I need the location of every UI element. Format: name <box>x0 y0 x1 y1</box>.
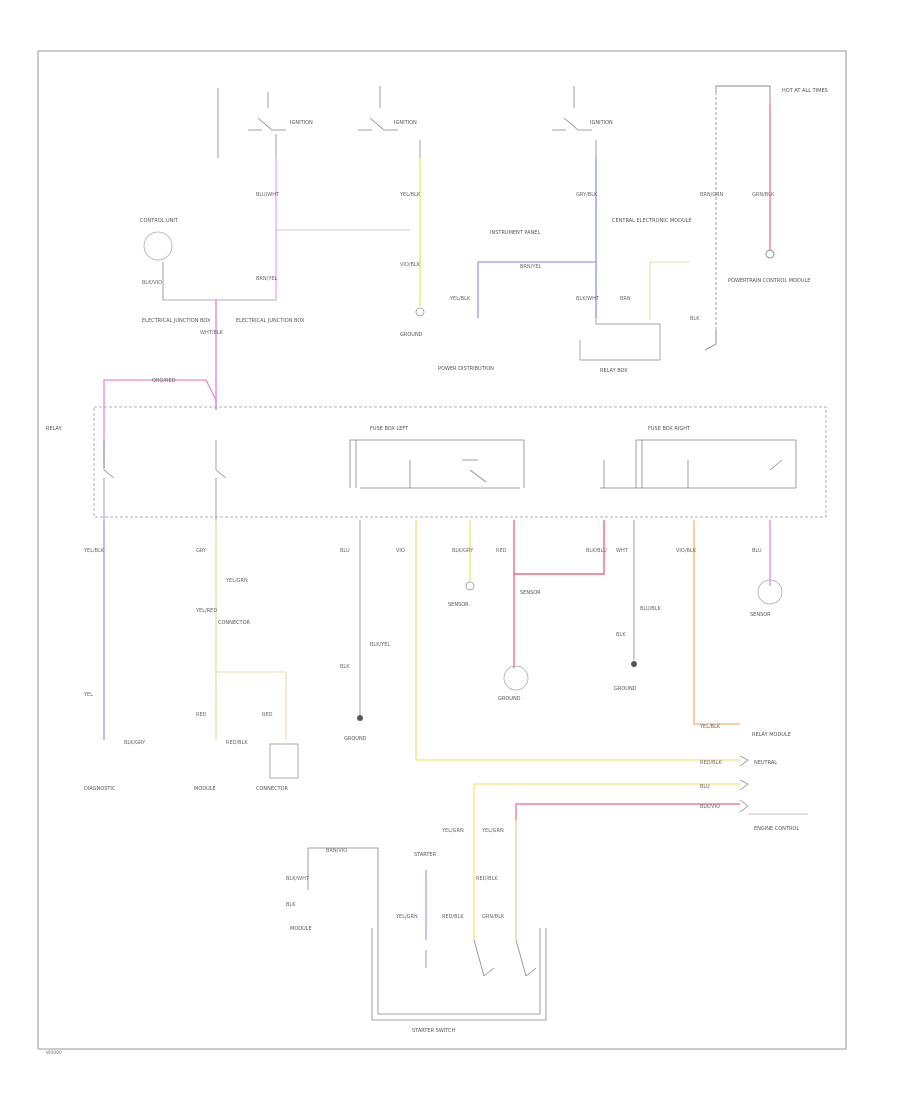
component-label-group: RELAY IGNITION IGNITION IGNITION CONTROL… <box>46 88 828 1034</box>
component-label: INSTRUMENT PANEL <box>490 230 540 236</box>
wire-label: BLK/VIO <box>700 804 720 810</box>
wire-label: VIO/BLK <box>676 548 697 554</box>
wire-label: BLK/GRY <box>452 548 474 554</box>
component-label: ELECTRICAL JUNCTION BOX <box>142 318 211 324</box>
wire-label: ORG/RED <box>152 378 176 384</box>
yellow-top-feed <box>415 158 425 317</box>
wire-label: RED <box>196 712 207 718</box>
component-label: FUSE BOX RIGHT <box>648 426 691 432</box>
component-label: SENSOR <box>448 602 469 608</box>
component-label: MODULE <box>290 926 312 932</box>
wire-label: BRN/VIO <box>326 848 347 854</box>
jb-right-relay <box>600 439 797 489</box>
component-label: HOT AT ALL TIMES <box>782 88 828 94</box>
wire-label: BLK <box>286 902 296 908</box>
wire-label: RED/BLK <box>700 760 722 766</box>
wire-label: BLU <box>340 548 350 554</box>
wire-label: YEL/RED <box>195 608 217 614</box>
ignition-switches-top <box>217 86 597 158</box>
wire-label: YEL <box>83 692 93 698</box>
wire-label: BLK/WHT <box>286 876 310 882</box>
component-label: GROUND <box>400 332 423 338</box>
wire-label: YEL/GRN <box>441 828 464 834</box>
wire-label: BLU <box>700 784 710 790</box>
component-label: IGNITION <box>590 120 613 126</box>
wire-label: RED/BLK <box>476 876 498 882</box>
wire-label: BLK <box>616 632 626 638</box>
component-label: MODULE <box>194 786 216 792</box>
component-label: GROUND <box>344 736 367 742</box>
component-label: CENTRAL ELECTRONIC MODULE <box>612 218 692 224</box>
wire-label: BLU/BLK <box>640 606 662 612</box>
right-module-connector <box>473 755 808 940</box>
wire-label: GRN/BLK <box>482 914 505 920</box>
wire-label: YEL/GRN <box>481 828 504 834</box>
wire-label: YEL/GRN <box>225 578 248 584</box>
component-label: CONTROL UNIT <box>140 218 179 224</box>
wire-label: RED/BLK <box>226 740 248 746</box>
wire-label: BLK <box>340 664 350 670</box>
wire-label: YEL/BLK <box>399 192 421 198</box>
wire-label: BRN/YEL <box>520 264 542 270</box>
wire-label: BLK/YEL <box>370 642 390 648</box>
component-label: SENSOR <box>750 612 771 618</box>
wire-label: RED/BLK <box>442 914 464 920</box>
wire-label: GRN/BLK <box>752 192 775 198</box>
component-label: ELECTRICAL JUNCTION BOX <box>236 318 305 324</box>
blue-top-feed <box>477 158 690 361</box>
component-label: STARTER SWITCH <box>412 1028 455 1034</box>
starter-switch-box <box>307 847 547 1021</box>
component-label: IGNITION <box>394 120 417 126</box>
diagram-border <box>37 50 847 1050</box>
component-label: POWER DISTRIBUTION <box>438 366 494 372</box>
wire-label: BLK/VIO <box>142 280 162 286</box>
wire-label: GRY/BLK <box>576 192 598 198</box>
component-label: SENSOR <box>520 590 541 596</box>
wire-label: YEL/BLK <box>449 296 471 302</box>
wire-label: BRN/GRN <box>700 192 724 198</box>
component-label: CONNECTOR <box>256 786 289 792</box>
wire-label: WHT/BLK <box>200 330 224 336</box>
component-label: POWERTRAIN CONTROL MODULE <box>728 278 810 284</box>
wire-label: BLU/WHT <box>256 192 280 198</box>
wire-label: BRN <box>620 296 631 302</box>
component-label: ENGINE CONTROL <box>754 826 799 832</box>
component-label: GROUND <box>614 686 637 692</box>
lower-wires <box>103 520 783 779</box>
component-label: NEUTRAL <box>754 760 777 766</box>
wire-label: YEL/BLK <box>699 724 721 730</box>
component-label: RELAY MODULE <box>752 732 791 738</box>
component-label: RELAY <box>46 426 63 432</box>
wire-label: BRN/YEL <box>256 276 278 282</box>
component-label: GROUND <box>498 696 521 702</box>
component-label: RELAY BOX <box>600 368 628 374</box>
wire-label: RED <box>496 548 507 554</box>
left-top-feed <box>103 158 410 468</box>
wire-label: BLU <box>752 548 762 554</box>
wire-label: RED <box>262 712 273 718</box>
wire-label: BLK/WHT <box>576 296 600 302</box>
wire-label: VIO <box>396 548 405 554</box>
component-label: CONNECTOR <box>218 620 251 626</box>
wire-label: GRY <box>196 548 207 554</box>
component-label: DIAGNOSTIC <box>84 786 116 792</box>
footer-ref: W0000 <box>46 1050 62 1056</box>
wire-label: YEL/BLK <box>83 548 105 554</box>
jb-center-relay <box>349 439 525 489</box>
top-right-sensor <box>704 85 775 351</box>
jb-left-relays <box>103 440 227 520</box>
wire-label: BLK <box>690 316 700 322</box>
junction-box-frame <box>93 406 827 518</box>
wire-label: YEL/GRN <box>395 914 418 920</box>
component-label: STARTER <box>414 852 437 858</box>
wire-label: BLK/GRY <box>124 740 146 746</box>
wire-label-group: BLU/WHT BRN/YEL YEL/BLK VIO/BLK GRY/BLK … <box>83 192 775 920</box>
component-label: FUSE BOX LEFT <box>370 426 409 432</box>
wire-label: WHT <box>616 548 629 554</box>
wire-label: VIO/BLK <box>400 262 421 268</box>
wire-label: BLK/BLU <box>586 548 607 554</box>
component-label: IGNITION <box>290 120 313 126</box>
